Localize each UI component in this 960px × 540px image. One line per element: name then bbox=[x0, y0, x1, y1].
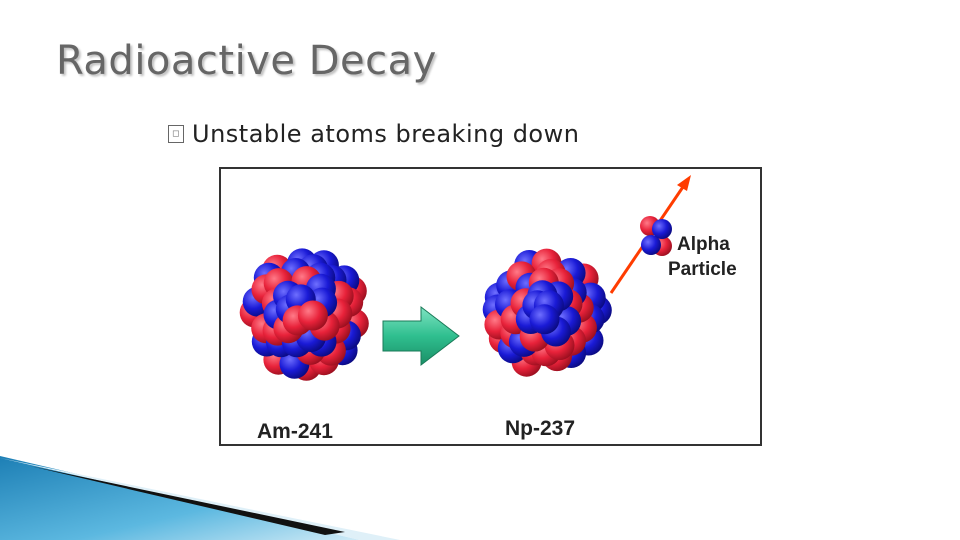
bullet-marker-icon: ◻ bbox=[168, 125, 184, 143]
trajectory-arrowhead-icon bbox=[677, 175, 691, 191]
label-am-241: Am-241 bbox=[257, 420, 333, 443]
label-np-237: Np-237 bbox=[505, 417, 575, 440]
alpha-decay-svg: Am-241 Np-237 Alpha Particle bbox=[239, 175, 737, 443]
bullet-item: ◻ Unstable atoms breaking down bbox=[168, 120, 579, 148]
black-stripe bbox=[30, 466, 345, 535]
alpha-decay-diagram: Am-241 Np-237 Alpha Particle bbox=[219, 167, 762, 446]
slide-title: Radioactive Decay bbox=[56, 38, 437, 84]
reaction-arrow-icon bbox=[382, 305, 460, 367]
am-241-nucleus bbox=[239, 248, 369, 381]
label-alpha: Alpha bbox=[677, 234, 730, 255]
proton-sphere bbox=[297, 300, 328, 331]
neutron-sphere bbox=[529, 304, 560, 335]
np-237-nucleus bbox=[482, 248, 612, 377]
light-wedge bbox=[0, 458, 400, 540]
bullet-text: Unstable atoms breaking down bbox=[192, 120, 580, 148]
label-particle: Particle bbox=[668, 259, 737, 280]
slide-corner-decoration bbox=[0, 456, 400, 540]
alpha-particle bbox=[640, 216, 672, 256]
